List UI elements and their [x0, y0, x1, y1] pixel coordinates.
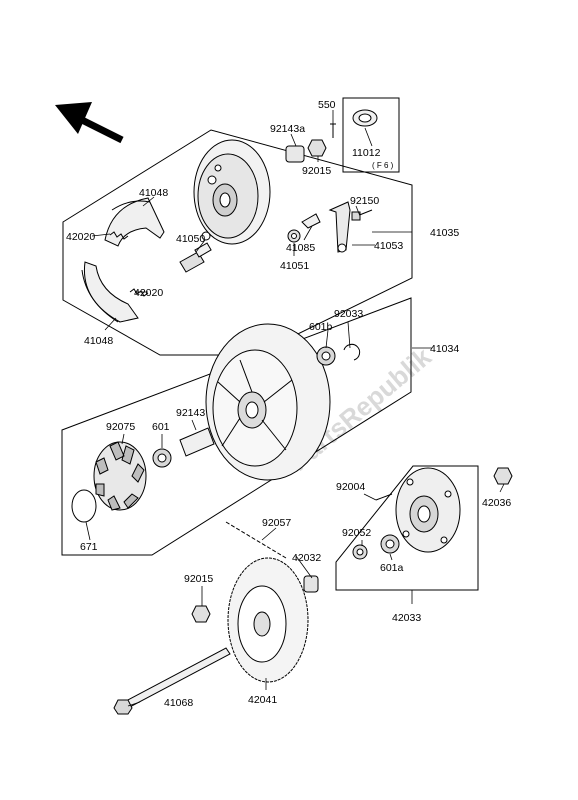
- circlip-92033: [343, 343, 361, 361]
- label-42032: 42032: [292, 552, 321, 564]
- cam-shaft: [179, 242, 212, 273]
- spring-bottom: [129, 288, 149, 297]
- label-41051: 41051: [280, 260, 309, 272]
- brake-shoe-top: [104, 197, 165, 247]
- label-42033: 42033: [392, 612, 421, 624]
- leader-lines: [85, 110, 505, 707]
- stud-92004: [375, 493, 393, 501]
- hub-frame: [335, 465, 479, 591]
- bearing-601a: [380, 534, 400, 554]
- indicator-41085: [301, 213, 321, 229]
- nut-92015-bottom: [191, 605, 211, 623]
- label-92004: 92004: [336, 481, 365, 493]
- brake-panel: [193, 139, 271, 245]
- label-41050: 41050: [176, 233, 205, 245]
- nut-92015-top: [307, 139, 327, 157]
- label-42020-top: 42020: [66, 231, 95, 243]
- label-92052: 92052: [342, 527, 371, 539]
- direction-arrow-icon: [55, 102, 124, 144]
- brake-shoe-bottom: [81, 261, 139, 323]
- collar-92143: [179, 427, 215, 457]
- brake-panel-frame: [62, 129, 413, 356]
- label-42020-bottom: 42020: [134, 287, 163, 299]
- label-42036: 42036: [482, 497, 511, 509]
- sleeve-11012: [352, 109, 378, 127]
- oring-671: [71, 489, 97, 523]
- sprocket-hub-42033: [395, 467, 461, 553]
- label-671: 671: [80, 541, 98, 553]
- label-41085: 41085: [286, 242, 315, 254]
- label-92033: 92033: [334, 308, 363, 320]
- label-92015-bottom: 92015: [184, 573, 213, 585]
- label-41035: 41035: [430, 227, 459, 239]
- sprocket-42041: [227, 557, 309, 683]
- label-42041: 42041: [248, 694, 277, 706]
- label-41068: 41068: [164, 697, 193, 709]
- bolt-92150: [351, 209, 373, 221]
- label-11012-note: ( F 6 ): [372, 161, 394, 170]
- bearing-601b: [316, 346, 336, 366]
- label-92143a: 92143a: [270, 123, 305, 135]
- label-92150: 92150: [350, 195, 379, 207]
- label-41048-bottom: 41048: [84, 335, 113, 347]
- seal-41051: [287, 229, 301, 243]
- label-92075: 92075: [106, 421, 135, 433]
- rear-wheel-rim: [205, 323, 331, 481]
- label-92057: 92057: [262, 517, 291, 529]
- seal-92052: [352, 544, 368, 560]
- collar-92143a: [285, 145, 305, 163]
- cam-lever-41053: [328, 201, 351, 253]
- collar-42032: [303, 575, 319, 593]
- label-92143: 92143: [176, 407, 205, 419]
- label-11012: 11012: [352, 147, 381, 159]
- label-41053: 41053: [374, 240, 403, 252]
- nut-42036: [493, 467, 513, 485]
- spring-top: [109, 231, 129, 240]
- pin-550: [330, 123, 336, 138]
- label-601b: 601b: [309, 321, 333, 333]
- bearing-601: [152, 448, 172, 468]
- label-601: 601: [152, 421, 170, 433]
- label-41034: 41034: [430, 343, 459, 355]
- label-92015-top: 92015: [302, 165, 331, 177]
- label-550: 550: [318, 99, 336, 111]
- axle-41068: [113, 647, 231, 715]
- damper-92075: [93, 441, 147, 511]
- label-601a: 601a: [380, 562, 404, 574]
- label-41048-top: 41048: [139, 187, 168, 199]
- inset-box-11012: [342, 97, 400, 173]
